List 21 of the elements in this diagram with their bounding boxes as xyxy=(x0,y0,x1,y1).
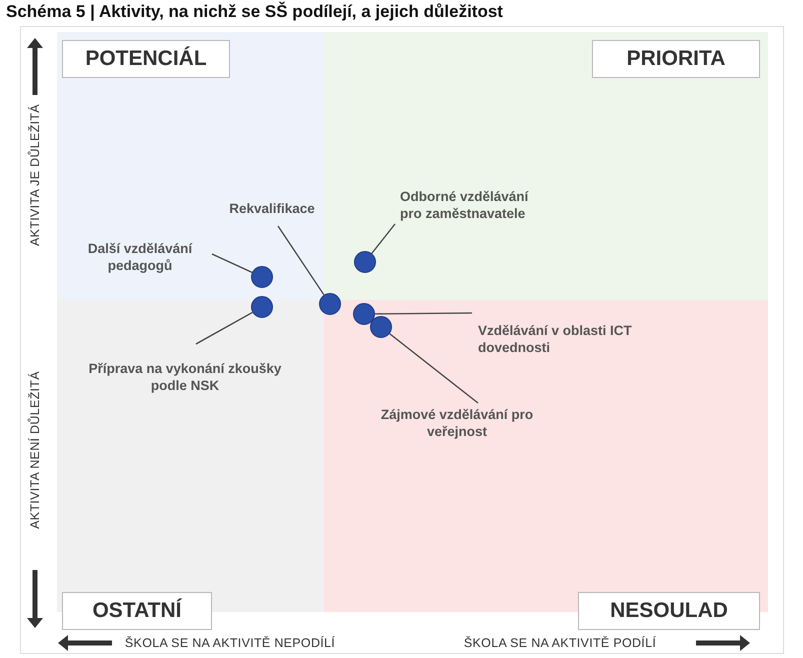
leader-line xyxy=(375,312,472,315)
chart-title: Schéma 5 | Aktivity, na nichž se SŠ podílejí, a jejich důležitost xyxy=(6,2,503,22)
axis-label: ŠKOLA SE NA AKTIVITĚ PODÍLÍ xyxy=(464,636,656,650)
axis-label: AKTIVITA JE DŮLEŽITÁ xyxy=(28,104,42,246)
point-label: Zájmové vzdělávání pro veřejnost xyxy=(372,406,542,440)
axis-label: ŠKOLA SE NA AKTIVITĚ NEPODÍLÍ xyxy=(124,636,336,650)
quadrant-heading: OSTATNÍ xyxy=(62,592,212,630)
point-label: Příprava na vykonání zkoušky podle NSK xyxy=(75,360,295,394)
point-label: Vzdělávání v oblasti ICT dovednosti xyxy=(478,322,668,356)
point-label: Rekvalifikace xyxy=(222,200,322,217)
leader-line xyxy=(277,226,324,296)
quadrant-heading: POTENCIÁL xyxy=(62,40,230,78)
leader-line xyxy=(212,253,252,273)
quadrant-heading: NESOULAD xyxy=(578,592,760,630)
point-label: Další vzdělávání pedagogů xyxy=(70,240,210,274)
leader-line xyxy=(371,224,396,254)
point-label: Odborné vzdělávání pro zaměstnavatele xyxy=(400,188,550,222)
axis-label: AKTIVITA NENÍ DŮLEŽITÁ xyxy=(28,371,42,529)
leader-line xyxy=(196,312,253,345)
quadrant-heading: PRIORITA xyxy=(592,40,760,78)
leader-line xyxy=(389,333,478,404)
